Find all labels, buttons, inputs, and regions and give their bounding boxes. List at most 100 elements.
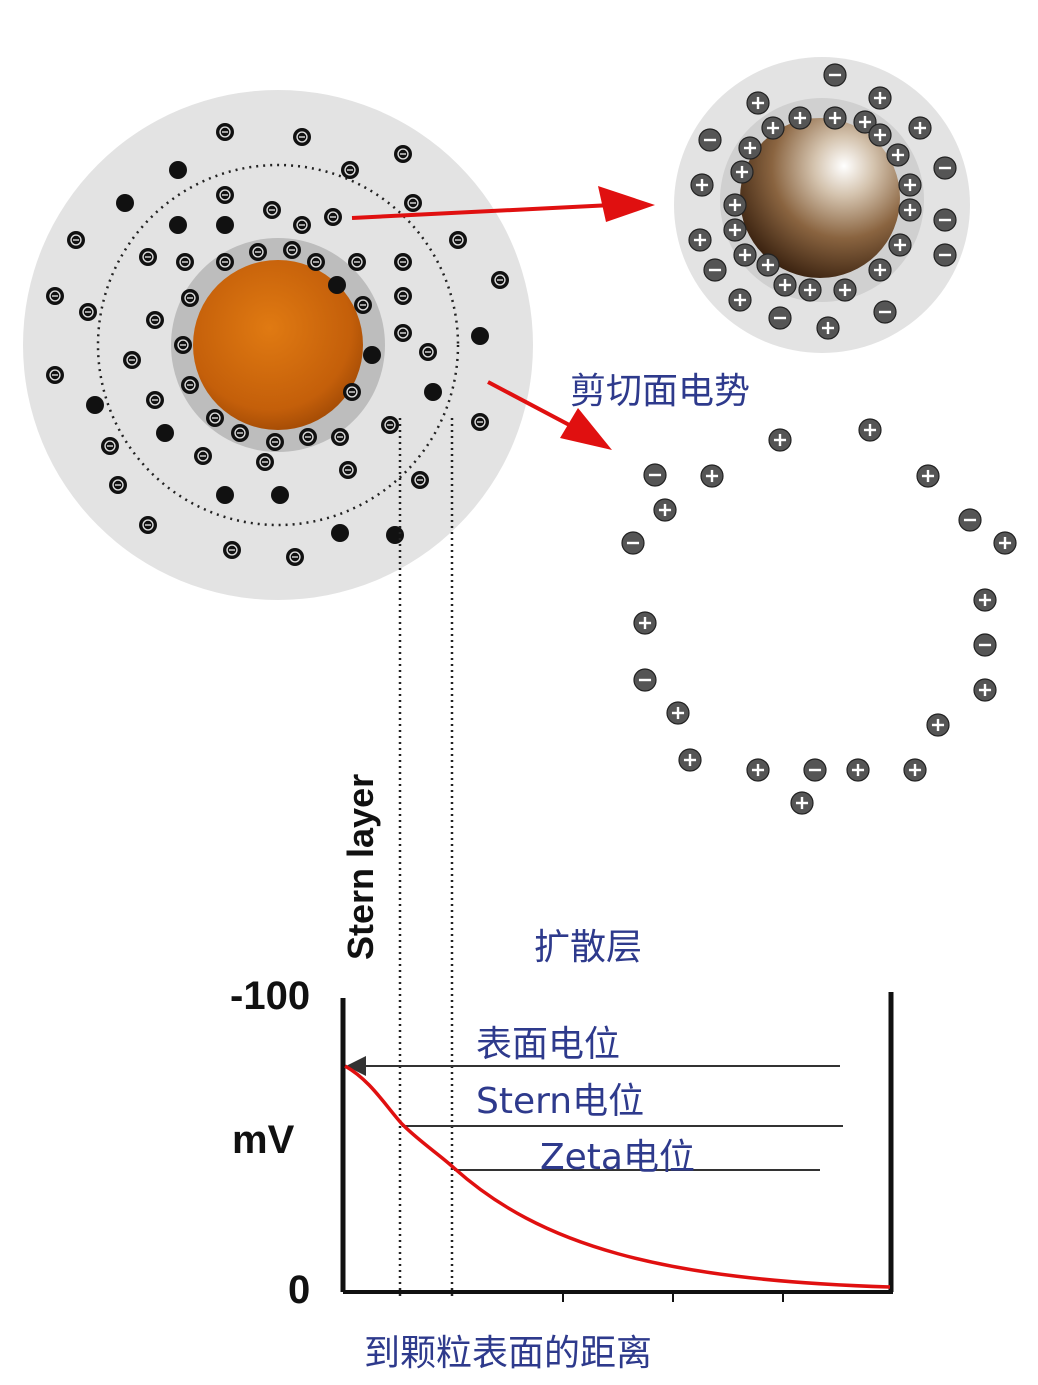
stern-layer-label: Stern layer bbox=[340, 773, 381, 960]
shear-plane-label: 剪切面电势 bbox=[570, 371, 751, 412]
solid-ion-icon bbox=[363, 346, 381, 364]
negative-ion-icon bbox=[324, 208, 342, 226]
solid-ion-icon bbox=[328, 276, 346, 294]
negative-ion-icon bbox=[933, 208, 957, 232]
positive-ion-icon bbox=[666, 701, 690, 725]
solid-ion-icon bbox=[116, 194, 134, 212]
y-top-label: -100 bbox=[230, 974, 311, 1018]
negative-ion-icon bbox=[286, 548, 304, 566]
solid-ion-icon bbox=[471, 327, 489, 345]
negative-ion-icon bbox=[109, 476, 127, 494]
negative-ion-icon bbox=[933, 156, 957, 180]
negative-ion-icon bbox=[643, 463, 667, 487]
positive-ion-icon bbox=[898, 198, 922, 222]
arrow-right-icon bbox=[351, 203, 613, 220]
negative-ion-icon bbox=[404, 194, 422, 212]
positive-ion-icon bbox=[723, 193, 747, 217]
positive-ion-icon bbox=[846, 758, 870, 782]
negative-ion-icon bbox=[419, 343, 437, 361]
negative-ion-icon bbox=[307, 253, 325, 271]
positive-ion-icon bbox=[756, 253, 780, 277]
solid-ion-icon bbox=[86, 396, 104, 414]
negative-ion-icon bbox=[703, 258, 727, 282]
positive-ion-icon bbox=[768, 428, 792, 452]
solid-ion-icon bbox=[424, 383, 442, 401]
positive-ion-icon bbox=[653, 498, 677, 522]
brown-ball bbox=[740, 118, 900, 278]
negative-ion-icon bbox=[206, 409, 224, 427]
negative-ion-icon bbox=[394, 287, 412, 305]
positive-ion-icon bbox=[790, 791, 814, 815]
top-right-particle bbox=[674, 57, 970, 353]
negative-ion-icon bbox=[491, 271, 509, 289]
positive-ion-icon bbox=[700, 464, 724, 488]
positive-ion-icon bbox=[688, 228, 712, 252]
negative-ion-icon bbox=[698, 128, 722, 152]
negative-ion-icon bbox=[181, 289, 199, 307]
negative-ion-icon bbox=[823, 63, 847, 87]
negative-ion-icon bbox=[293, 128, 311, 146]
positive-ion-icon bbox=[903, 758, 927, 782]
stern-potential-label: Stern电位 bbox=[476, 1081, 645, 1122]
distance-label: 到颗粒表面的距离 bbox=[364, 1333, 653, 1374]
negative-ion-icon bbox=[293, 216, 311, 234]
negative-ion-icon bbox=[471, 413, 489, 431]
arrow-head-lower bbox=[560, 408, 612, 450]
positive-ion-icon bbox=[833, 278, 857, 302]
solid-ion-icon bbox=[271, 486, 289, 504]
negative-ion-icon bbox=[331, 428, 349, 446]
negative-ion-icon bbox=[79, 303, 97, 321]
y-bottom-label: 0 bbox=[288, 1268, 311, 1312]
negative-ion-icon bbox=[216, 186, 234, 204]
positive-ion-icon bbox=[868, 123, 892, 147]
solid-ion-icon bbox=[216, 216, 234, 234]
solid-ion-icon bbox=[156, 424, 174, 442]
positive-ion-icon bbox=[853, 110, 877, 134]
negative-ion-icon bbox=[394, 145, 412, 163]
positive-ion-icon bbox=[858, 418, 882, 442]
negative-ion-icon bbox=[146, 391, 164, 409]
arrow-lower-shaft bbox=[487, 380, 576, 430]
negative-ion-icon bbox=[266, 433, 284, 451]
positive-ion-icon bbox=[898, 173, 922, 197]
negative-ion-icon bbox=[933, 243, 957, 267]
positive-ion-icon bbox=[690, 173, 714, 197]
negative-ion-icon bbox=[449, 231, 467, 249]
positive-ion-icon bbox=[973, 678, 997, 702]
negative-ion-icon bbox=[194, 447, 212, 465]
negative-ion-icon bbox=[176, 253, 194, 271]
positive-ion-icon bbox=[868, 86, 892, 110]
negative-ion-icon bbox=[621, 531, 645, 555]
negative-ion-icon bbox=[381, 416, 399, 434]
top-right-ions bbox=[688, 63, 957, 340]
negative-ion-icon bbox=[299, 428, 317, 446]
solid-ion-icon bbox=[169, 161, 187, 179]
positive-ion-icon bbox=[886, 143, 910, 167]
positive-ion-icon bbox=[788, 106, 812, 130]
negative-ion-icon bbox=[216, 123, 234, 141]
arrow-head-upper bbox=[598, 186, 655, 222]
negative-ion-icon bbox=[139, 248, 157, 266]
negative-ion-icon bbox=[146, 311, 164, 329]
positive-ion-icon bbox=[730, 160, 754, 184]
negative-ion-icon bbox=[411, 471, 429, 489]
left-ions bbox=[46, 123, 509, 566]
positive-ion-icon bbox=[973, 588, 997, 612]
shear-plane-circle bbox=[96, 163, 460, 527]
negative-ion-icon bbox=[216, 253, 234, 271]
positive-ion-icon bbox=[738, 136, 762, 160]
positive-ion-icon bbox=[916, 464, 940, 488]
unit-label: mV bbox=[232, 1118, 295, 1162]
positive-ion-icon bbox=[993, 531, 1017, 555]
negative-ion-icon bbox=[223, 541, 241, 559]
negative-ion-icon bbox=[343, 383, 361, 401]
positive-ion-icon bbox=[816, 316, 840, 340]
positive-ion-icon bbox=[728, 288, 752, 312]
negative-ion-icon bbox=[354, 296, 372, 314]
positive-ion-icon bbox=[723, 218, 747, 242]
negative-ion-icon bbox=[348, 253, 366, 271]
surface-potential-label: 表面电位 bbox=[476, 1024, 621, 1065]
potential-graph bbox=[340, 992, 894, 1302]
negative-ion-icon bbox=[283, 241, 301, 259]
positive-ion-icon bbox=[761, 116, 785, 140]
